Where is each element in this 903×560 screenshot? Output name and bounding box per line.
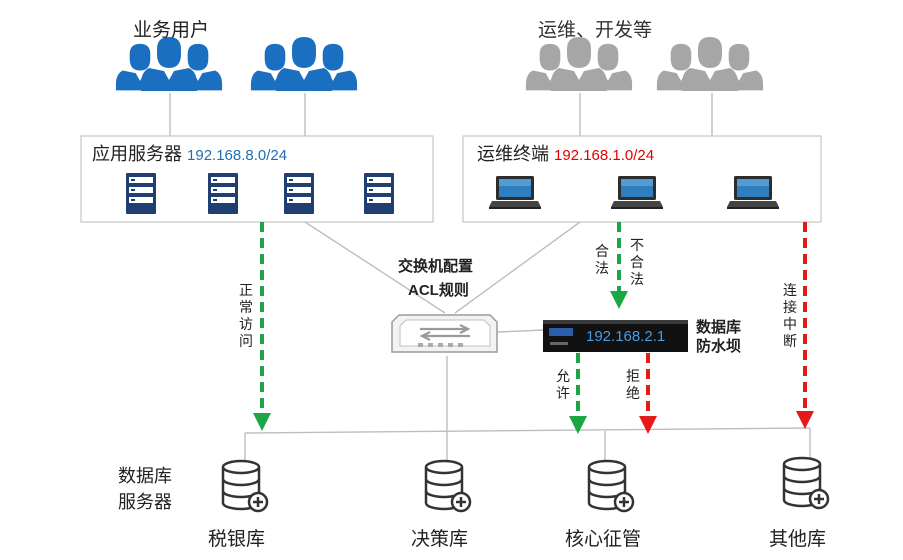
switch-label-line2: ACL规则 [408,282,469,299]
database-name: 决策库 [411,529,469,550]
connector-lines [169,93,811,470]
business-users-label: 业务用户 [133,20,210,41]
app-server-ip: 192.168.8.0/24 [187,147,288,164]
switch-icon [391,314,498,353]
firewall-ip: 192.168.2.1 [586,328,666,345]
database-name: 核心征管 [565,529,642,550]
reject-label: 拒绝 [626,368,640,401]
legal-label: 合法 [595,243,609,276]
db-group-label-line1: 数据库 [118,466,172,486]
firewall-appliance-icon [543,320,688,352]
allow-label: 允许 [556,368,570,401]
ops-users-icon [526,37,763,91]
database-name: 其他库 [769,529,827,550]
firewall-label-line2: 防水坝 [696,338,742,355]
db-group-label-line2: 服务器 [118,492,172,512]
business-users-icon [116,37,357,91]
connection-broken-label: 连接中断 [783,282,797,349]
illegal-label: 不合法 [630,237,644,287]
deny-arrows [646,222,807,418]
allow-arrowheads [253,291,628,434]
database-name: 税银库 [208,529,266,550]
ops-terminal-ip: 192.168.1.0/24 [554,147,655,164]
app-server-label: 应用服务器 [92,144,182,164]
switch-label-line1: 交换机配置 [398,258,474,275]
normal-access-label: 正常访问 [239,282,253,349]
ops-terminal-label: 运维终端 [477,144,549,164]
firewall-label-line1: 数据库 [696,319,742,336]
ops-terminal-title: 运维终端 192.168.1.0/24 [477,140,654,166]
app-server-title: 应用服务器 192.168.8.0/24 [92,140,287,166]
allow-arrows [260,222,621,418]
ops-dev-label: 运维、开发等 [538,20,653,41]
database-icon [221,456,830,513]
laptop-icon [489,176,779,209]
deny-arrowheads [639,411,814,434]
